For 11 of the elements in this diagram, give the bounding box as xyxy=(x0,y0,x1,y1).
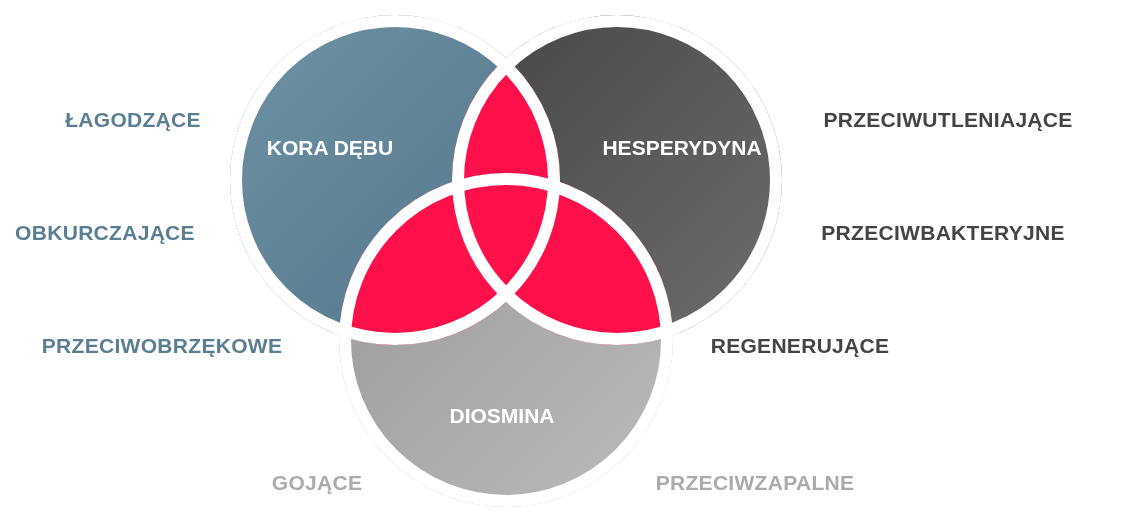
property-label: ŁAGODZĄCE xyxy=(65,108,201,132)
property-label: PRZECIWZAPALNE xyxy=(655,471,855,495)
circle-label: DIOSMINA xyxy=(449,404,555,428)
property-label: OBKURCZAJĄCE xyxy=(15,221,195,245)
circle-label: KORA DĘBU xyxy=(266,136,394,160)
property-label: PRZECIWBAKTERYJNE xyxy=(821,221,1065,245)
property-label: REGENERUJĄCE xyxy=(710,334,890,358)
property-label: PRZECIWOBRZĘKOWE xyxy=(41,334,283,358)
circle-label: HESPERYDYNA xyxy=(602,136,762,160)
property-label: GOJĄCE xyxy=(271,471,363,495)
property-label: PRZECIWUTLENIAJĄCE xyxy=(823,108,1073,132)
